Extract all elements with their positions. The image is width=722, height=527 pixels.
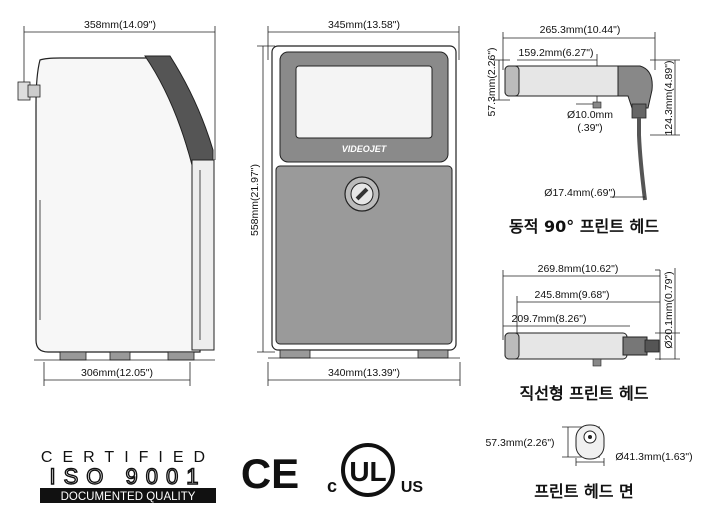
face-height-label: 57.3mm(2.26") [485, 437, 554, 449]
front-height-label: 558mm(21.97") [249, 164, 261, 236]
iso-certified-text: CERTIFIED [41, 449, 215, 466]
head-straight-drawing: 269.8mm(10.62") 245.8mm(9.68") 209.7mm(8… [502, 263, 680, 367]
front-width-top-label: 345mm(13.58") [328, 19, 400, 31]
face-dia-label: Ø41.3mm(1.63") [615, 451, 692, 463]
ul-listed-logo: c UL US [327, 443, 424, 497]
straight-len3-label: 209.7mm(8.26") [512, 313, 587, 325]
head90-total-length-label: 265.3mm(10.44") [540, 24, 621, 36]
straight-title: 직선형 프린트 헤드 [520, 384, 649, 403]
front-width-bottom-label: 340mm(13.39") [328, 367, 400, 379]
head-90-drawing: 265.3mm(10.44") 159.2mm(6.27") 57.3mm(2.… [486, 24, 680, 201]
head90-cable-dia-label: Ø17.4mm(.69") [544, 187, 615, 199]
head90-total-height-label: 124.3mm(4.89") [663, 61, 675, 136]
ul-c-text: c [327, 476, 337, 496]
ul-us-text: US [401, 479, 424, 496]
straight-len1-label: 269.8mm(10.62") [538, 263, 619, 275]
head90-nozzle-dia-label: Ø10.0mm [567, 109, 613, 121]
ul-mark-text: UL [349, 456, 386, 487]
iso-documented-text: DOCUMENTED QUALITY [61, 491, 196, 503]
side-view: 358mm(14.09") 306mm(12.05") [17, 19, 216, 386]
iso-certification-logo: CERTIFIED ISO 9001 DOCUMENTED QUALITY [40, 449, 216, 503]
head90-inner-length-label: 159.2mm(6.27") [519, 47, 594, 59]
videojet-logo: VIDEOJET [342, 144, 388, 154]
head90-nozzle-dia-inch-label: (.39") [577, 122, 602, 134]
ce-mark-text: CE [241, 450, 299, 497]
iso-number-text: ISO 9001 [50, 464, 207, 489]
head-face-drawing: 57.3mm(2.26") Ø41.3mm(1.63") [485, 424, 693, 466]
front-view: 345mm(13.58") 558mm(21.97") VIDEOJET 340… [249, 19, 461, 386]
straight-dia-label: Ø20.1mm(0.79") [663, 271, 675, 348]
face-title: 프린트 헤드 면 [534, 482, 633, 501]
head90-title: 동적 90° 프린트 헤드 [509, 217, 659, 236]
ce-mark-logo: CE [241, 450, 299, 497]
side-width-top-label: 358mm(14.09") [84, 19, 156, 31]
straight-len2-label: 245.8mm(9.68") [535, 289, 610, 301]
side-width-bottom-label: 306mm(12.05") [81, 367, 153, 379]
head90-body-height-label: 57.3mm(2.26") [486, 47, 498, 116]
